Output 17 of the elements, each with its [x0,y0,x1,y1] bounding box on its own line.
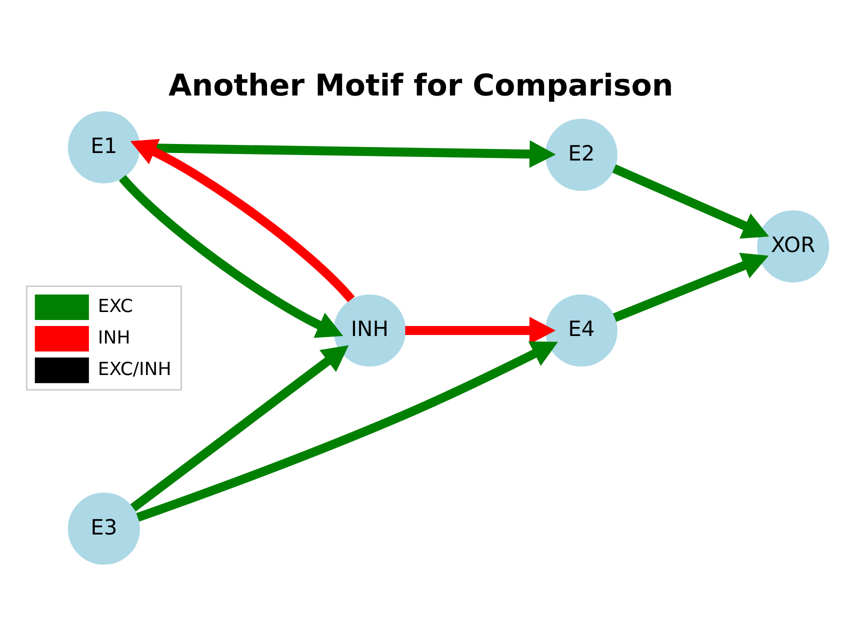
arrow [130,139,355,302]
diagram-title: Another Motif for Comparison [168,68,674,104]
arrow [130,345,349,512]
legend-label: INH [98,327,130,348]
node-circle: XOR [757,210,830,282]
node-circle: E2 [545,118,618,191]
arrow [612,252,769,322]
legend-label: EXC/INH [98,358,172,380]
node-circle: INH [334,294,406,367]
arrow [405,316,556,344]
arrow [612,164,770,239]
arrow [136,341,558,522]
arrow [118,174,344,338]
legend-label: EXC [98,296,133,317]
node-circle: E4 [545,294,618,367]
node-circle: E3 [68,492,140,565]
node-circle: E1 [68,111,140,184]
